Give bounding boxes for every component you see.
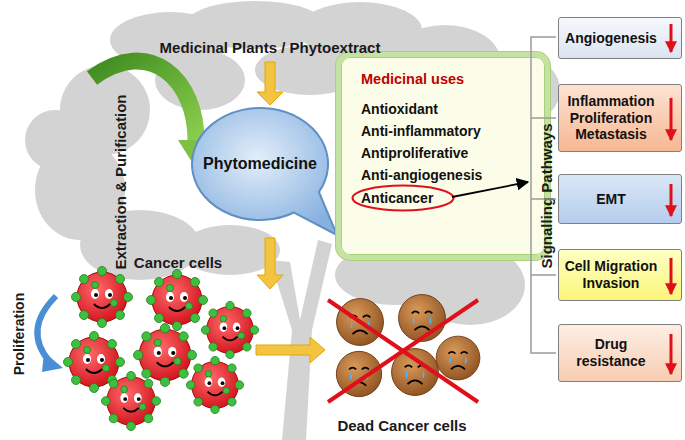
highlight-ellipse: Anticancer bbox=[351, 184, 455, 212]
list-item: Anticancer bbox=[361, 190, 433, 206]
box-label: Cell Migration Invasion bbox=[561, 258, 661, 292]
speech-bubble: Phytomedicine bbox=[188, 102, 340, 238]
process-label: Proliferation bbox=[11, 293, 27, 375]
dead-cells bbox=[328, 295, 480, 402]
cancer-cells bbox=[64, 267, 259, 431]
box-label: Inflammation Proliferation Metastasis bbox=[563, 93, 659, 143]
process-label: Extraction & Purification bbox=[112, 94, 129, 269]
pathway-box: Drug resistance bbox=[558, 324, 682, 382]
list-item: Anti-angiogenesis bbox=[361, 167, 482, 183]
box-label: Drug resistance bbox=[571, 336, 651, 370]
node-title: Phytomedicine bbox=[203, 155, 317, 173]
pathway-box: Inflammation Proliferation Metastasis bbox=[558, 84, 682, 152]
pathway-box: Angiogenesis bbox=[558, 17, 682, 59]
proliferation-arrow bbox=[37, 296, 63, 372]
box-label: Angiogenesis bbox=[561, 30, 661, 47]
uses-box: Medicinal usesAntioxidantAnti-inflammato… bbox=[336, 52, 550, 260]
cells-label: Cancer cells bbox=[134, 254, 222, 271]
pathway-box: Cell Migration Invasion bbox=[558, 249, 682, 301]
list-item: Antiproliferative bbox=[361, 145, 468, 161]
list-item: Antioxidant bbox=[361, 101, 438, 117]
group-label: Signalling Pathways bbox=[538, 123, 555, 268]
list-item: Anti-inflammatory bbox=[361, 123, 481, 139]
box-heading: Medicinal uses bbox=[361, 71, 464, 87]
tree-silhouette bbox=[25, 1, 560, 440]
box-label: EMT bbox=[563, 191, 659, 208]
pathway-box: EMT bbox=[558, 174, 682, 224]
source-label: Medicinal Plants / Phytoextract bbox=[160, 39, 381, 56]
cells-label: Dead Cancer cells bbox=[337, 417, 466, 434]
